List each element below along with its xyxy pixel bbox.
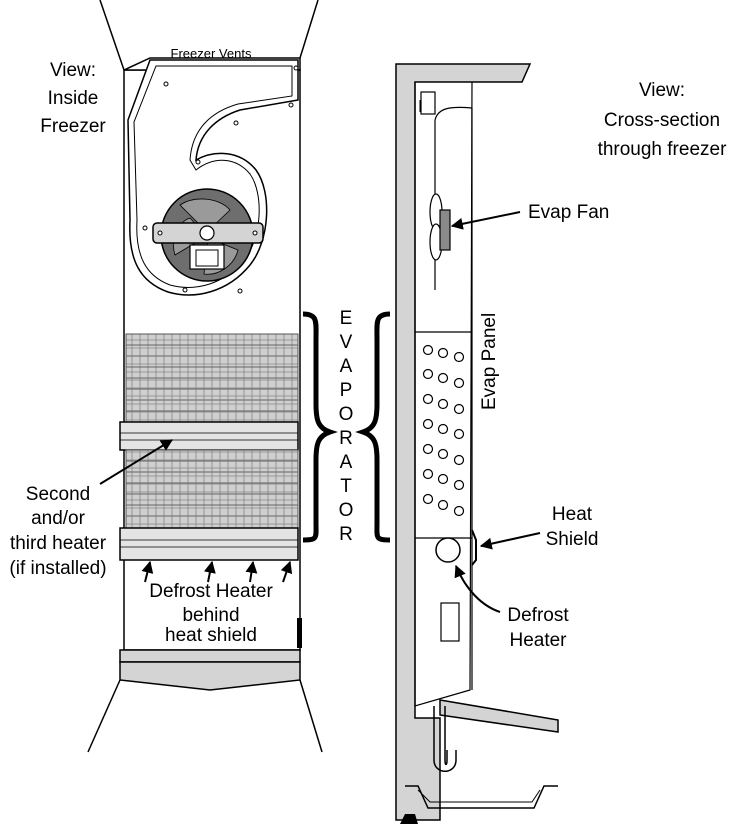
second-heater-arrow	[99, 439, 174, 485]
right-brace	[355, 311, 391, 543]
defrost-arrow-4	[280, 560, 293, 583]
evaporator-letter: E	[340, 308, 353, 329]
defrost-heater-shield	[119, 527, 299, 561]
heat-shield-label: Heat Shield	[546, 504, 599, 550]
vent-damper	[420, 91, 436, 115]
cross-section-view	[395, 63, 559, 824]
perspective-line-bottom-left	[87, 679, 121, 753]
evaporator-coils-upper	[125, 333, 299, 423]
defrost-heater-behind-label: Defrost Heater behind heat shield	[149, 581, 273, 646]
right-view-title: View: Cross-section through freezer	[598, 80, 728, 160]
freezer-vents-label: Freezer Vents	[171, 46, 252, 61]
second-heater-band	[119, 421, 299, 451]
evap-fan-front	[152, 188, 264, 282]
evap-panel-label: Evap Panel	[479, 313, 500, 410]
evaporator-letter: O	[339, 404, 354, 425]
evaporator-letter: R	[339, 428, 353, 449]
heater-label-line2: and/or	[31, 508, 86, 529]
evap-fan-side	[429, 193, 451, 261]
defrost-heater-arrow	[454, 564, 501, 613]
defrost-arrow-2	[203, 560, 216, 583]
second-heater-label: Second and/or third heater (if installed…	[9, 484, 106, 579]
defrost-label-line1: Defrost Heater	[149, 581, 273, 602]
right-title-line2: Cross-section	[604, 110, 720, 131]
drain-tube	[433, 706, 457, 772]
defrost-heater-label: Defrost Heater	[507, 605, 569, 651]
defrost-label-line3: heat shield	[165, 625, 257, 646]
defrost-arrow-1	[141, 560, 154, 583]
evap-fan-arrow	[450, 211, 521, 230]
evaporator-letter: R	[339, 524, 353, 545]
left-view-title: View: Inside Freezer	[40, 60, 106, 137]
heater-label-line1: Second	[26, 484, 90, 505]
drain-trough	[119, 649, 301, 691]
heat-shield-line1: Heat	[552, 504, 593, 525]
perspective-line-top-left	[99, 0, 125, 71]
right-title-line3: through freezer	[598, 139, 728, 160]
evaporator-letter: A	[340, 452, 353, 473]
wall-bottom-lip	[439, 699, 559, 733]
defrost-arrow-3	[245, 560, 258, 583]
perspective-line-top-right	[299, 0, 319, 59]
drain-heater-block	[440, 602, 460, 642]
evaporator-letter: O	[339, 500, 354, 521]
evaporator-letter: A	[340, 356, 353, 377]
inside-freezer-view	[87, 0, 323, 753]
evaporator-coils-lower	[125, 449, 299, 529]
heat-shield-arrow	[479, 532, 541, 550]
defrost-heater-side	[435, 537, 461, 563]
evaporator-letter: P	[340, 380, 353, 401]
evaporator-letter: T	[340, 476, 352, 497]
evaporator-brace-group	[302, 311, 391, 543]
heat-shield-side	[471, 529, 477, 566]
right-title-line1: View:	[639, 80, 685, 101]
left-title-line3: Freezer	[40, 116, 106, 137]
perspective-line-bottom-right	[299, 679, 323, 753]
left-title-line2: Inside	[48, 88, 99, 109]
defrost-heater-line2: Heater	[509, 630, 567, 651]
side-tab	[297, 618, 302, 648]
drain-pan	[405, 785, 558, 809]
heater-label-line4: (if installed)	[9, 558, 106, 579]
heater-label-line3: third heater	[10, 533, 107, 554]
left-brace	[302, 311, 338, 543]
defrost-heater-line1: Defrost	[507, 605, 569, 626]
defrost-label-line2: behind	[182, 605, 239, 626]
evaporator-letter: V	[340, 332, 353, 353]
heat-shield-line2: Shield	[546, 529, 599, 550]
evap-fan-label: Evap Fan	[528, 202, 609, 223]
coil-tubes	[422, 344, 465, 517]
foot	[400, 814, 418, 824]
evaporator-label: E V A P O R A T O R	[339, 308, 354, 545]
left-title-line1: View:	[50, 60, 96, 81]
